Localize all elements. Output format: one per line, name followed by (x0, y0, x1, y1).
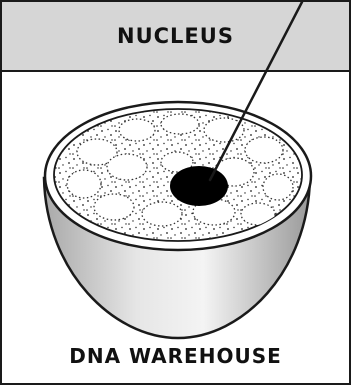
nucleus-shape (170, 166, 228, 206)
diagram-caption: DNA WAREHOUSE (2, 344, 349, 368)
